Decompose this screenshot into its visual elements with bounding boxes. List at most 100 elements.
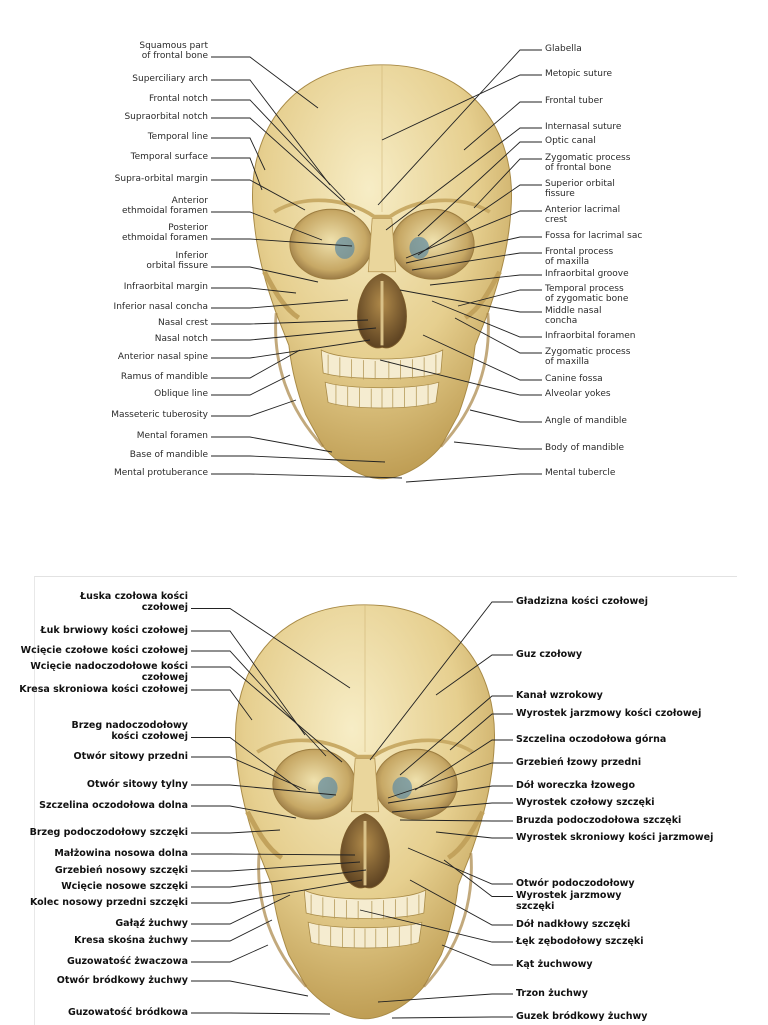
en-leader-left-5 xyxy=(211,157,263,191)
en-label-right-18: Body of mandible xyxy=(545,443,625,453)
en-label-left-6: Supra-orbital margin xyxy=(114,174,208,184)
pl-label-left-17: Otwór bródkowy żuchwy xyxy=(56,974,188,986)
en-leader-left-14 xyxy=(211,339,371,359)
en-leader-right-6 xyxy=(417,184,542,256)
en-leader-left-7 xyxy=(211,211,323,241)
en-leader-right-18 xyxy=(453,441,542,450)
en-label-right-10: Infraorbital groove xyxy=(545,269,629,279)
pl-label-right-3: Wyrostek jarzmowy kości czołowej xyxy=(516,707,702,719)
pl-label-right-2: Kanał wzrokowy xyxy=(516,689,603,701)
pl-label-right-10: Otwór podoczodołowy xyxy=(516,877,635,889)
pl-label-left-0: Łuska czołowa kości czołowej xyxy=(80,591,188,613)
pl-label-left-7: Otwór sitowy tylny xyxy=(86,778,188,790)
en-label-left-9: Inferior orbital fissure xyxy=(146,251,208,271)
pl-label-right-7: Wyrostek czołowy szczęki xyxy=(516,796,655,808)
en-label-left-16: Oblique line xyxy=(154,389,208,399)
pl-label-left-15: Kresa skośna żuchwy xyxy=(74,934,188,946)
en-label-right-7: Anterior lacrimal crest xyxy=(545,205,621,225)
en-leader-right-12 xyxy=(399,289,542,313)
en-leader-right-5 xyxy=(473,158,542,209)
en-label-left-8: Posterior ethmoidal foramen xyxy=(121,223,208,243)
pl-label-right-6: Dół woreczka łzowego xyxy=(516,779,636,791)
skull-polish xyxy=(235,605,494,1019)
en-label-left-2: Frontal notch xyxy=(148,94,208,104)
en-label-right-17: Angle of mandible xyxy=(545,416,627,426)
en-label-left-18: Mental foramen xyxy=(136,431,208,441)
leader-lines-english xyxy=(211,49,542,483)
pl-label-left-11: Grzebień nosowy szczęki xyxy=(54,864,188,876)
en-leader-right-0 xyxy=(377,49,542,206)
pl-label-left-1: Łuk brwiowy kości czołowej xyxy=(40,624,188,636)
en-leader-right-14 xyxy=(454,317,542,354)
en-label-left-12: Nasal crest xyxy=(157,318,208,328)
en-label-right-14: Zygomatic process of maxilla xyxy=(545,347,631,367)
en-leader-right-11 xyxy=(457,289,542,307)
pl-leader-left-6 xyxy=(191,756,307,791)
pl-leader-left-8 xyxy=(191,805,297,819)
en-leader-right-2 xyxy=(463,101,542,151)
pl-label-left-3: Wcięcie nadoczodołowe kości czołowej xyxy=(30,660,188,683)
pl-leader-right-3 xyxy=(449,713,513,751)
en-label-right-15: Canine fossa xyxy=(545,374,603,384)
en-label-right-6: Superior orbital fissure xyxy=(545,179,615,199)
pl-leader-left-5 xyxy=(191,737,301,791)
pl-leader-right-13 xyxy=(359,909,513,943)
en-leader-left-0 xyxy=(211,56,319,109)
pl-leader-right-1 xyxy=(435,654,513,696)
en-label-left-0: Squamous part of frontal bone xyxy=(139,41,208,61)
en-label-right-3: Internasal suture xyxy=(545,122,622,132)
pl-leader-left-7 xyxy=(191,784,337,796)
pl-leader-right-2 xyxy=(399,695,513,776)
en-leader-left-17 xyxy=(211,399,297,417)
pl-label-left-16: Guzowatość żwaczowa xyxy=(66,955,188,967)
pl-label-right-12: Dół nadkłowy szczęki xyxy=(516,918,631,930)
en-leader-left-12 xyxy=(211,319,369,325)
en-leader-left-11 xyxy=(211,299,349,309)
pl-leader-left-18 xyxy=(191,1012,331,1015)
panel-frame-polish xyxy=(34,576,737,1025)
en-leader-left-4 xyxy=(211,137,266,171)
pl-label-left-14: Gałąź żuchwy xyxy=(115,917,188,929)
en-leader-left-9 xyxy=(211,266,319,283)
en-label-left-1: Superciliary arch xyxy=(132,74,208,84)
pl-leader-left-14 xyxy=(191,894,291,925)
en-label-left-5: Temporal surface xyxy=(130,152,208,162)
en-label-left-4: Temporal line xyxy=(147,132,208,142)
en-label-left-13: Nasal notch xyxy=(154,334,208,344)
en-label-right-8: Fossa for lacrimal sac xyxy=(545,231,643,241)
en-leader-right-1 xyxy=(381,74,542,141)
en-leader-right-8 xyxy=(405,236,542,264)
pl-label-right-15: Trzon żuchwy xyxy=(516,987,588,999)
pl-label-left-4: Kresa skroniowa kości czołowej xyxy=(19,683,188,695)
en-label-right-12: Middle nasal concha xyxy=(545,306,602,326)
en-leader-left-19 xyxy=(211,455,386,463)
en-leader-left-2 xyxy=(211,99,346,201)
en-label-right-9: Frontal process of maxilla xyxy=(545,247,614,267)
pl-leader-right-16 xyxy=(391,1016,513,1019)
en-leader-left-10 xyxy=(211,287,297,294)
en-label-left-19: Base of mandible xyxy=(129,450,208,460)
en-leader-left-20 xyxy=(211,473,403,479)
en-label-right-13: Infraorbital foramen xyxy=(545,331,636,341)
pl-leader-right-8 xyxy=(399,819,513,822)
en-leader-left-16 xyxy=(211,374,291,396)
en-leader-left-18 xyxy=(211,436,333,453)
pl-label-right-1: Guz czołowy xyxy=(516,648,583,660)
pl-leader-left-0 xyxy=(191,608,351,689)
pl-leader-left-17 xyxy=(191,980,309,997)
en-leader-right-4 xyxy=(417,141,542,237)
en-leader-left-8 xyxy=(211,238,353,247)
en-label-left-10: Infraorbital margin xyxy=(123,282,208,292)
pl-label-right-11: Wyrostek jarzmowy szczęki xyxy=(516,890,622,912)
pl-leader-right-11 xyxy=(443,859,513,897)
en-leader-left-6 xyxy=(211,179,306,211)
en-label-right-16: Alveolar yokes xyxy=(545,389,611,399)
pl-label-left-6: Otwór sitowy przedni xyxy=(73,750,188,762)
en-leader-left-1 xyxy=(211,79,331,186)
en-label-left-7: Anterior ethmoidal foramen xyxy=(121,196,208,216)
en-label-right-19: Mental tubercle xyxy=(545,468,616,478)
pl-label-right-16: Guzek bródkowy żuchwy xyxy=(516,1010,648,1022)
pl-leader-right-10 xyxy=(407,847,513,885)
en-label-left-3: Supraorbital notch xyxy=(124,112,208,122)
